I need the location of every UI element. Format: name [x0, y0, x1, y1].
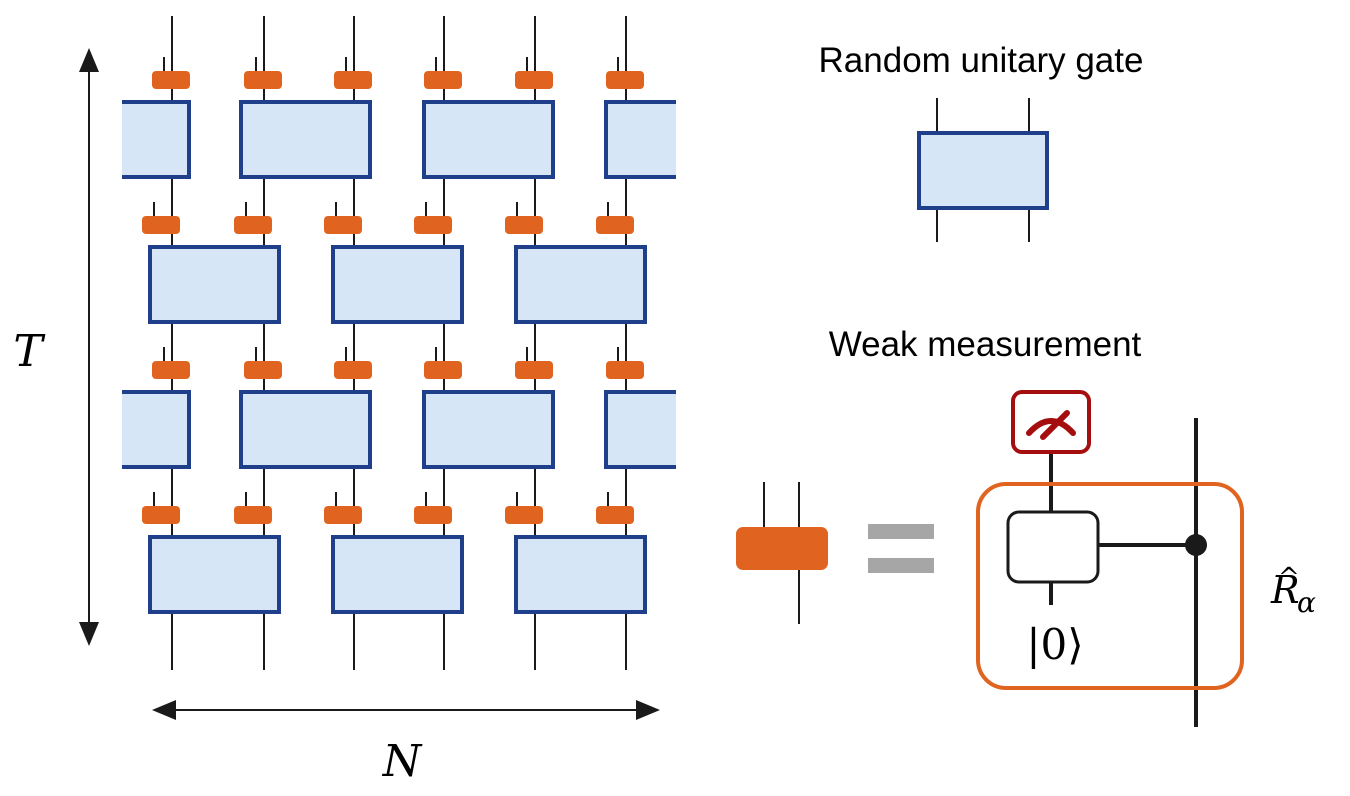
unitary-gate-layers	[122, 100, 676, 614]
unitary-gate	[331, 245, 464, 324]
unitary-gate	[422, 390, 555, 469]
measurement-op	[142, 506, 180, 524]
weak-measurement-legend: Weak measurement |0⟩ R ^	[736, 325, 1316, 727]
measurement-op	[324, 506, 362, 524]
measurement-op	[606, 361, 644, 379]
unitary-gate	[604, 390, 676, 469]
measurement-op	[414, 506, 452, 524]
operator-hat: ^	[1278, 563, 1300, 593]
unitary-gate	[122, 100, 191, 179]
measurement-op	[152, 71, 190, 89]
space-axis: N	[152, 700, 660, 787]
unitary-gate	[148, 535, 281, 614]
measurement-op	[424, 361, 462, 379]
measurement-symbol	[736, 527, 828, 570]
measurement-op	[234, 216, 272, 234]
unitary-gate	[514, 535, 647, 614]
measurement-op	[606, 71, 644, 89]
measurement-op	[324, 216, 362, 234]
unitary-gate	[422, 100, 555, 179]
ancilla-state-label: |0⟩	[1026, 620, 1083, 669]
brickwork-circuit	[122, 16, 676, 670]
operator-box	[976, 482, 1244, 690]
measurement-op	[152, 361, 190, 379]
measurement-op	[515, 71, 553, 89]
meter-icon	[1011, 390, 1091, 454]
unitary-gate	[239, 390, 372, 469]
unitary-gate	[331, 535, 464, 614]
measurement-op	[424, 71, 462, 89]
unitary-gate	[239, 100, 372, 179]
unitary-gate-legend: Random unitary gate	[819, 41, 1144, 242]
measurement-title: Weak measurement	[829, 325, 1142, 364]
space-axis-label: N	[382, 736, 423, 787]
time-axis: T	[13, 48, 99, 646]
measurement-op	[414, 216, 452, 234]
control-dot	[1185, 534, 1207, 556]
unitary-gate	[122, 390, 191, 469]
measurement-op	[334, 361, 372, 379]
measurement-op	[244, 71, 282, 89]
unitary-gate	[604, 100, 676, 179]
measurement-op	[515, 361, 553, 379]
operator-symbol: R	[1270, 568, 1300, 612]
unitary-gate	[514, 245, 647, 324]
measurement-op	[244, 361, 282, 379]
operator-subscript: α	[1297, 586, 1316, 619]
equals-sign	[868, 524, 934, 573]
operator-label: R ^ α	[1270, 563, 1316, 619]
measurement-op	[505, 216, 543, 234]
measurement-op	[596, 216, 634, 234]
measurement-op	[505, 506, 543, 524]
unitary-gate	[148, 245, 281, 324]
unitary-title: Random unitary gate	[819, 41, 1144, 80]
time-axis-label: T	[13, 326, 46, 377]
coupling-gate	[1006, 510, 1100, 584]
measurement-layers	[142, 57, 644, 524]
measurement-op	[334, 71, 372, 89]
measurement-op	[142, 216, 180, 234]
unitary-gate-icon	[917, 131, 1049, 210]
measurement-op	[596, 506, 634, 524]
measurement-op	[234, 506, 272, 524]
